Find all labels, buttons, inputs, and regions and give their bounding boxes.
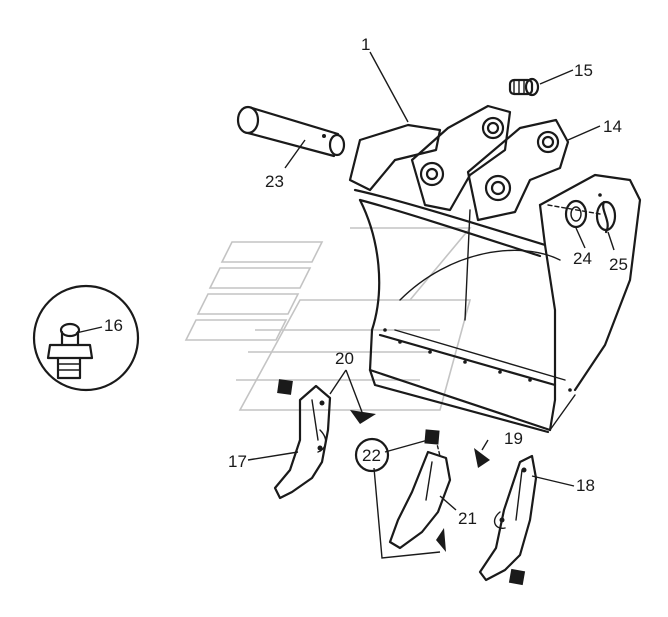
callout-22: 22 [362,446,381,465]
marker-shapes [277,379,526,586]
callout-15: 15 [574,61,593,80]
part-23-pin [236,105,346,158]
part-24-washer [564,199,588,229]
part-17-adapter [273,384,332,500]
part-16-detail [32,284,140,392]
callout-16: 16 [104,316,123,335]
watermark-logo [184,227,472,411]
callout-20: 20 [335,349,354,368]
callout-19: 19 [504,429,523,448]
callout-17: 17 [228,452,247,471]
callout-18: 18 [576,476,595,495]
callout-23: 23 [265,172,284,191]
part-18-adapter [478,454,538,582]
callout-21: 21 [458,509,477,528]
part-21-tooth [388,439,452,550]
part-25-clip [547,200,617,234]
callout-24: 24 [573,249,592,268]
leader-lines [247,51,615,559]
callout-22-circle [354,437,390,473]
bucket-body [348,104,642,434]
part-15-fitting [508,77,540,97]
callout-14: 14 [603,117,622,136]
callout-labels: 1 15 14 23 24 25 16 20 19 17 18 21 22 [104,35,628,528]
callout-1: 1 [361,35,370,54]
callout-25: 25 [609,255,628,274]
